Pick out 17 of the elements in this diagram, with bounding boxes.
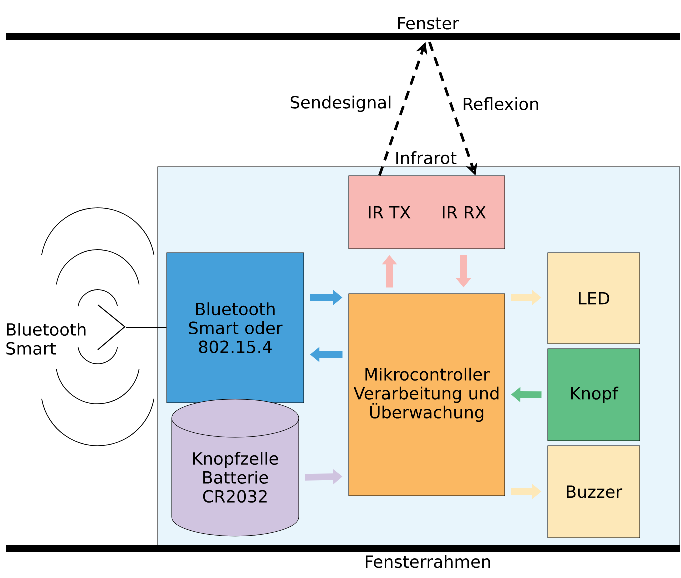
microcontroller-box: Mikrocontroller Verarbeitung und Überwachung (348, 294, 506, 496)
frame-bar: Fensterrahmen (6, 545, 680, 568)
node-label: Fensterrahmen (366, 555, 490, 568)
edge-label: Sendesignal (288, 94, 394, 114)
buzzer-box: Buzzer (548, 446, 640, 538)
edge-label: Reflexion (460, 96, 542, 112)
button-box: Knopf (548, 348, 640, 442)
node-label: Fenster (398, 17, 460, 30)
sensor-box: IR TX IR RX (348, 176, 506, 250)
connector-line (126, 326, 167, 329)
battery-cylinder: Knopfzelle Batterie CR2032 (172, 399, 300, 537)
window-bar: Fenster (6, 17, 680, 40)
antenna-label: Bluetooth Smart (6, 323, 86, 355)
led-box: LED (548, 252, 640, 344)
antenna-drawing (98, 304, 126, 350)
radio-module-box: Bluetooth Smart oder 802.15.4 (166, 252, 304, 404)
signal-label: Infrarot (396, 152, 457, 164)
